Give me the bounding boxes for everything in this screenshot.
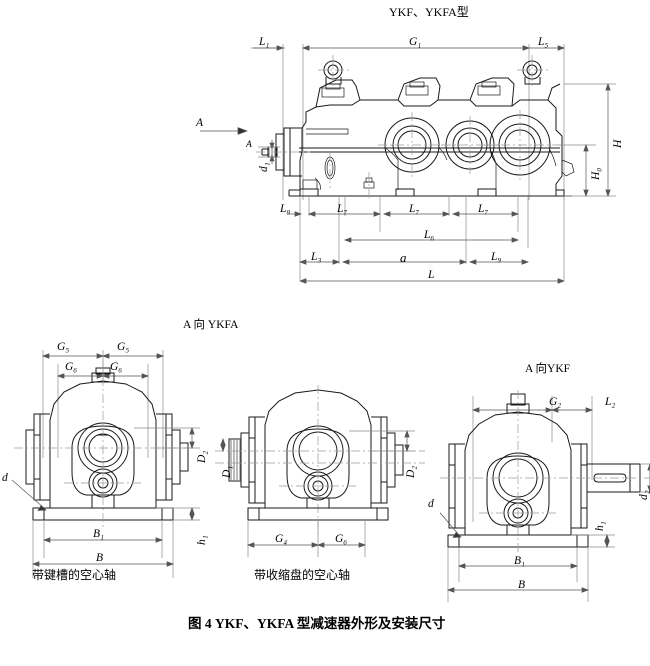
dim-label-G2: G₂ [549, 396, 562, 408]
dim-label-B-left: B [96, 552, 104, 564]
dim-label-A-small: A [246, 140, 252, 150]
dim-label-d1: d₁ [258, 162, 270, 172]
middle-view-caption: 带收缩盘的空心轴 [254, 568, 351, 582]
dim-label-L6: L₆ [424, 229, 435, 241]
right-view-drawing [440, 390, 650, 602]
middle-view-drawing [215, 385, 425, 557]
dim-label-A-arrow: A [196, 117, 204, 129]
right-view-title: A 向YKF [525, 363, 571, 375]
dim-label-d2-right: d₂ [638, 490, 650, 500]
dim-label-h1-right: h₁ [594, 521, 606, 531]
dim-label-L3: L₃ [311, 251, 322, 263]
dim-label-L5: L₅ [538, 36, 549, 48]
dim-label-G5-b: G₅ [117, 341, 130, 353]
dim-label-L2: L₂ [605, 396, 616, 408]
dim-label-G6-middle: G₆ [335, 533, 348, 545]
dim-label-B1-left: B₁ [93, 528, 105, 540]
dim-label-H: H [612, 139, 624, 148]
dim-label-L1: L₁ [259, 36, 270, 48]
callout-d-right: d [428, 498, 434, 510]
dim-label-B1-right: B₁ [514, 555, 526, 567]
dim-label-G4: G₄ [275, 533, 288, 545]
dim-label-h1-left: h₁ [196, 535, 208, 545]
dim-label-G1: G₁ [409, 36, 422, 48]
left-view-caption: 带键槽的空心轴 [32, 568, 117, 582]
dim-label-H0: H₀ [590, 167, 602, 180]
dim-label-D2-left: D₂ [196, 450, 208, 463]
dim-label-B-right: B [518, 579, 526, 591]
dim-label-D2-middle: D₂ [405, 465, 417, 478]
main-elevation-drawing [200, 44, 616, 284]
page-top-title: YKF、YKFA型 [389, 5, 469, 19]
left-view-drawing [11, 350, 200, 578]
dim-label-L7-a: L₇ [337, 203, 348, 215]
dim-label-D1-middle: D₁ [221, 465, 233, 478]
left-view-title: A 向 YKFA [183, 319, 239, 331]
figure-caption: 图 4 YKF、YKFA 型减速器外形及安装尺寸 [188, 616, 446, 631]
dim-label-G5-a: G₅ [57, 341, 70, 353]
dim-label-L9: L₉ [491, 251, 502, 263]
dim-label-L7-c: L₇ [478, 203, 489, 215]
dim-label-L: L [428, 269, 435, 281]
dim-label-L7-b: L₇ [409, 203, 420, 215]
dim-label-a: a [400, 250, 407, 265]
dim-label-G6-a: G₆ [65, 361, 78, 373]
dim-label-G6-b: G₆ [110, 361, 123, 373]
dim-label-L8: L₈ [280, 203, 291, 215]
callout-d-left: d [2, 472, 8, 484]
